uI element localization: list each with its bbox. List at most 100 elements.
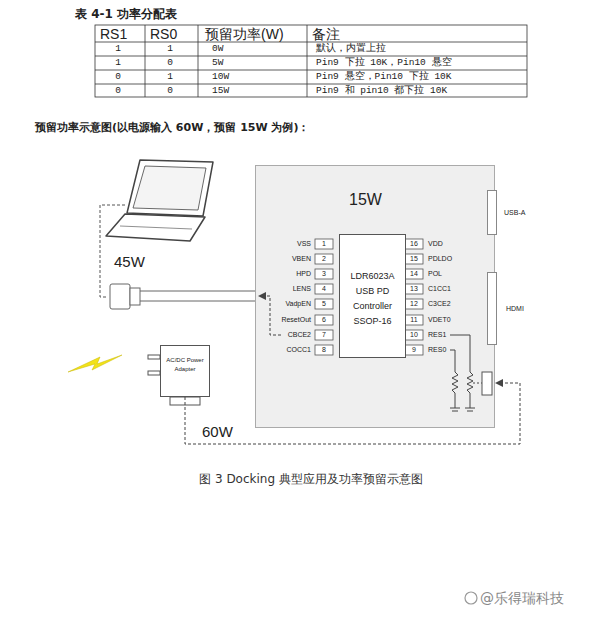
- pin-number: 8: [322, 346, 326, 354]
- pin-name: RES1: [428, 331, 446, 339]
- table-grid: [198, 25, 199, 97]
- section-heading: 预留功率示意图(以电源输入 60W，预留 15W 为例)：: [35, 122, 309, 135]
- adapter-plug: [148, 371, 160, 375]
- pin-name: LENS: [293, 285, 311, 293]
- table-cell: 1: [167, 44, 173, 55]
- table-cell: Pin9 悬空，Pin10 下拉 10K: [316, 72, 452, 83]
- pin-number: 13: [410, 285, 418, 293]
- pin-box: [405, 330, 423, 340]
- power-label: 45W: [114, 253, 145, 270]
- laptop-link: [100, 205, 125, 297]
- resistor-symbol: [473, 383, 482, 384]
- table-title: 表 4-1 功率分配表: [75, 8, 177, 22]
- chip-box: LDR6023A USB PD Controller SSOP-16: [339, 234, 406, 358]
- pin-name: C1CC1: [428, 285, 451, 293]
- dock-fill: [255, 165, 495, 428]
- table-grid: [95, 25, 527, 97]
- pin-name: COCC1: [286, 346, 311, 354]
- node-text: AC/DC Power Adapter: [163, 356, 207, 374]
- usb-c-cable: [130, 288, 140, 305]
- resistor-symbol: [467, 411, 473, 412]
- table-grid: [145, 25, 146, 97]
- pin-box: [405, 269, 423, 279]
- table-cell: 10W: [212, 72, 229, 83]
- pin-number: 9: [412, 346, 416, 354]
- node-text: HDMI: [506, 305, 524, 313]
- pin-box: [315, 269, 333, 279]
- usb-c-cable: [110, 284, 255, 309]
- laptop-icon: [127, 160, 213, 216]
- arrow-head: [495, 379, 503, 387]
- pin-box: [405, 284, 423, 294]
- table-grid: [95, 56, 527, 57]
- connector: [482, 372, 492, 395]
- pin-number: 6: [322, 316, 326, 324]
- table-cell: 1: [115, 58, 121, 69]
- node-text: 15W: [349, 191, 382, 209]
- cc-link: [266, 296, 281, 335]
- power-adapter: AC/DC Power Adapter: [160, 345, 210, 397]
- table-grid: [95, 25, 527, 97]
- figure-caption: 图 3 Docking 典型应用及功率预留示意图: [199, 473, 423, 487]
- table-grid: [307, 25, 308, 97]
- usb-c-cable: [140, 291, 255, 292]
- table-cell: 0: [115, 72, 121, 83]
- usb-c-cable: [140, 301, 255, 302]
- pin-name: C3CE2: [428, 300, 451, 308]
- pin-number: 14: [410, 270, 418, 278]
- arrow-head: [258, 292, 266, 300]
- cc-link: [266, 296, 281, 335]
- adapter-plug: [148, 355, 160, 359]
- port-usb-a: USB-A: [487, 190, 497, 235]
- table-header: 预留功率(W): [205, 26, 284, 42]
- pin-box: [315, 345, 333, 355]
- watermark: @乐得瑞科技: [480, 590, 564, 606]
- pin-name: PDLDO: [428, 255, 452, 263]
- pin-name: VDET0: [428, 316, 451, 324]
- resistor-symbol: [450, 335, 482, 411]
- table-cell: 1: [167, 72, 173, 83]
- pin-box: [405, 254, 423, 264]
- table-cell: Pin9 下拉 10K，Pin10 悬空: [316, 58, 452, 69]
- pin-box: [315, 254, 333, 264]
- pin-name: VadpEN: [285, 300, 311, 308]
- usb-c-cable: [110, 284, 130, 309]
- watermark-logo: [465, 592, 477, 604]
- connector: [185, 379, 520, 444]
- pin-name: VSS: [297, 240, 311, 248]
- watermark-logo: [465, 592, 477, 604]
- pin-name: VDD: [428, 240, 443, 248]
- node-text: USB-A: [504, 209, 525, 217]
- pin-box: [405, 315, 423, 325]
- dock-box: 15W LDR6023A USB PD Controller SSOP-16: [255, 165, 495, 428]
- laptop-icon: [106, 160, 213, 241]
- lightning: [68, 355, 122, 372]
- resistor-symbol: [465, 408, 475, 409]
- pin-box: [315, 299, 333, 309]
- pin-number: 12: [410, 300, 418, 308]
- table-cell: 默认，内置上拉: [316, 44, 386, 55]
- table-cell: 15W: [212, 86, 229, 97]
- node-text: LDR6023A USB PD Controller SSOP-16: [346, 269, 400, 329]
- pin-number: 3: [322, 270, 326, 278]
- table-cell: 0W: [212, 44, 223, 55]
- pin-name: HPD: [296, 270, 311, 278]
- pin-box: [315, 315, 333, 325]
- table-header: RS0: [150, 26, 177, 42]
- table-cell: 0: [115, 86, 121, 97]
- pin-name: ResetOut: [281, 316, 311, 324]
- table-cell: 0: [167, 58, 173, 69]
- pin-number: 7: [322, 331, 326, 339]
- pin-number: 11: [410, 316, 417, 324]
- laptop-icon: [120, 226, 192, 229]
- port-hdmi: HDMI: [487, 272, 497, 345]
- table-cell: 0: [167, 86, 173, 97]
- table-header: RS1: [100, 26, 127, 42]
- pin-name: CBCE2: [288, 331, 311, 339]
- pin-box: [405, 345, 423, 355]
- pin-box: [405, 299, 423, 309]
- pin-box: [315, 284, 333, 294]
- resistor-symbol: [452, 411, 458, 412]
- pin-name: VBEN: [292, 255, 311, 263]
